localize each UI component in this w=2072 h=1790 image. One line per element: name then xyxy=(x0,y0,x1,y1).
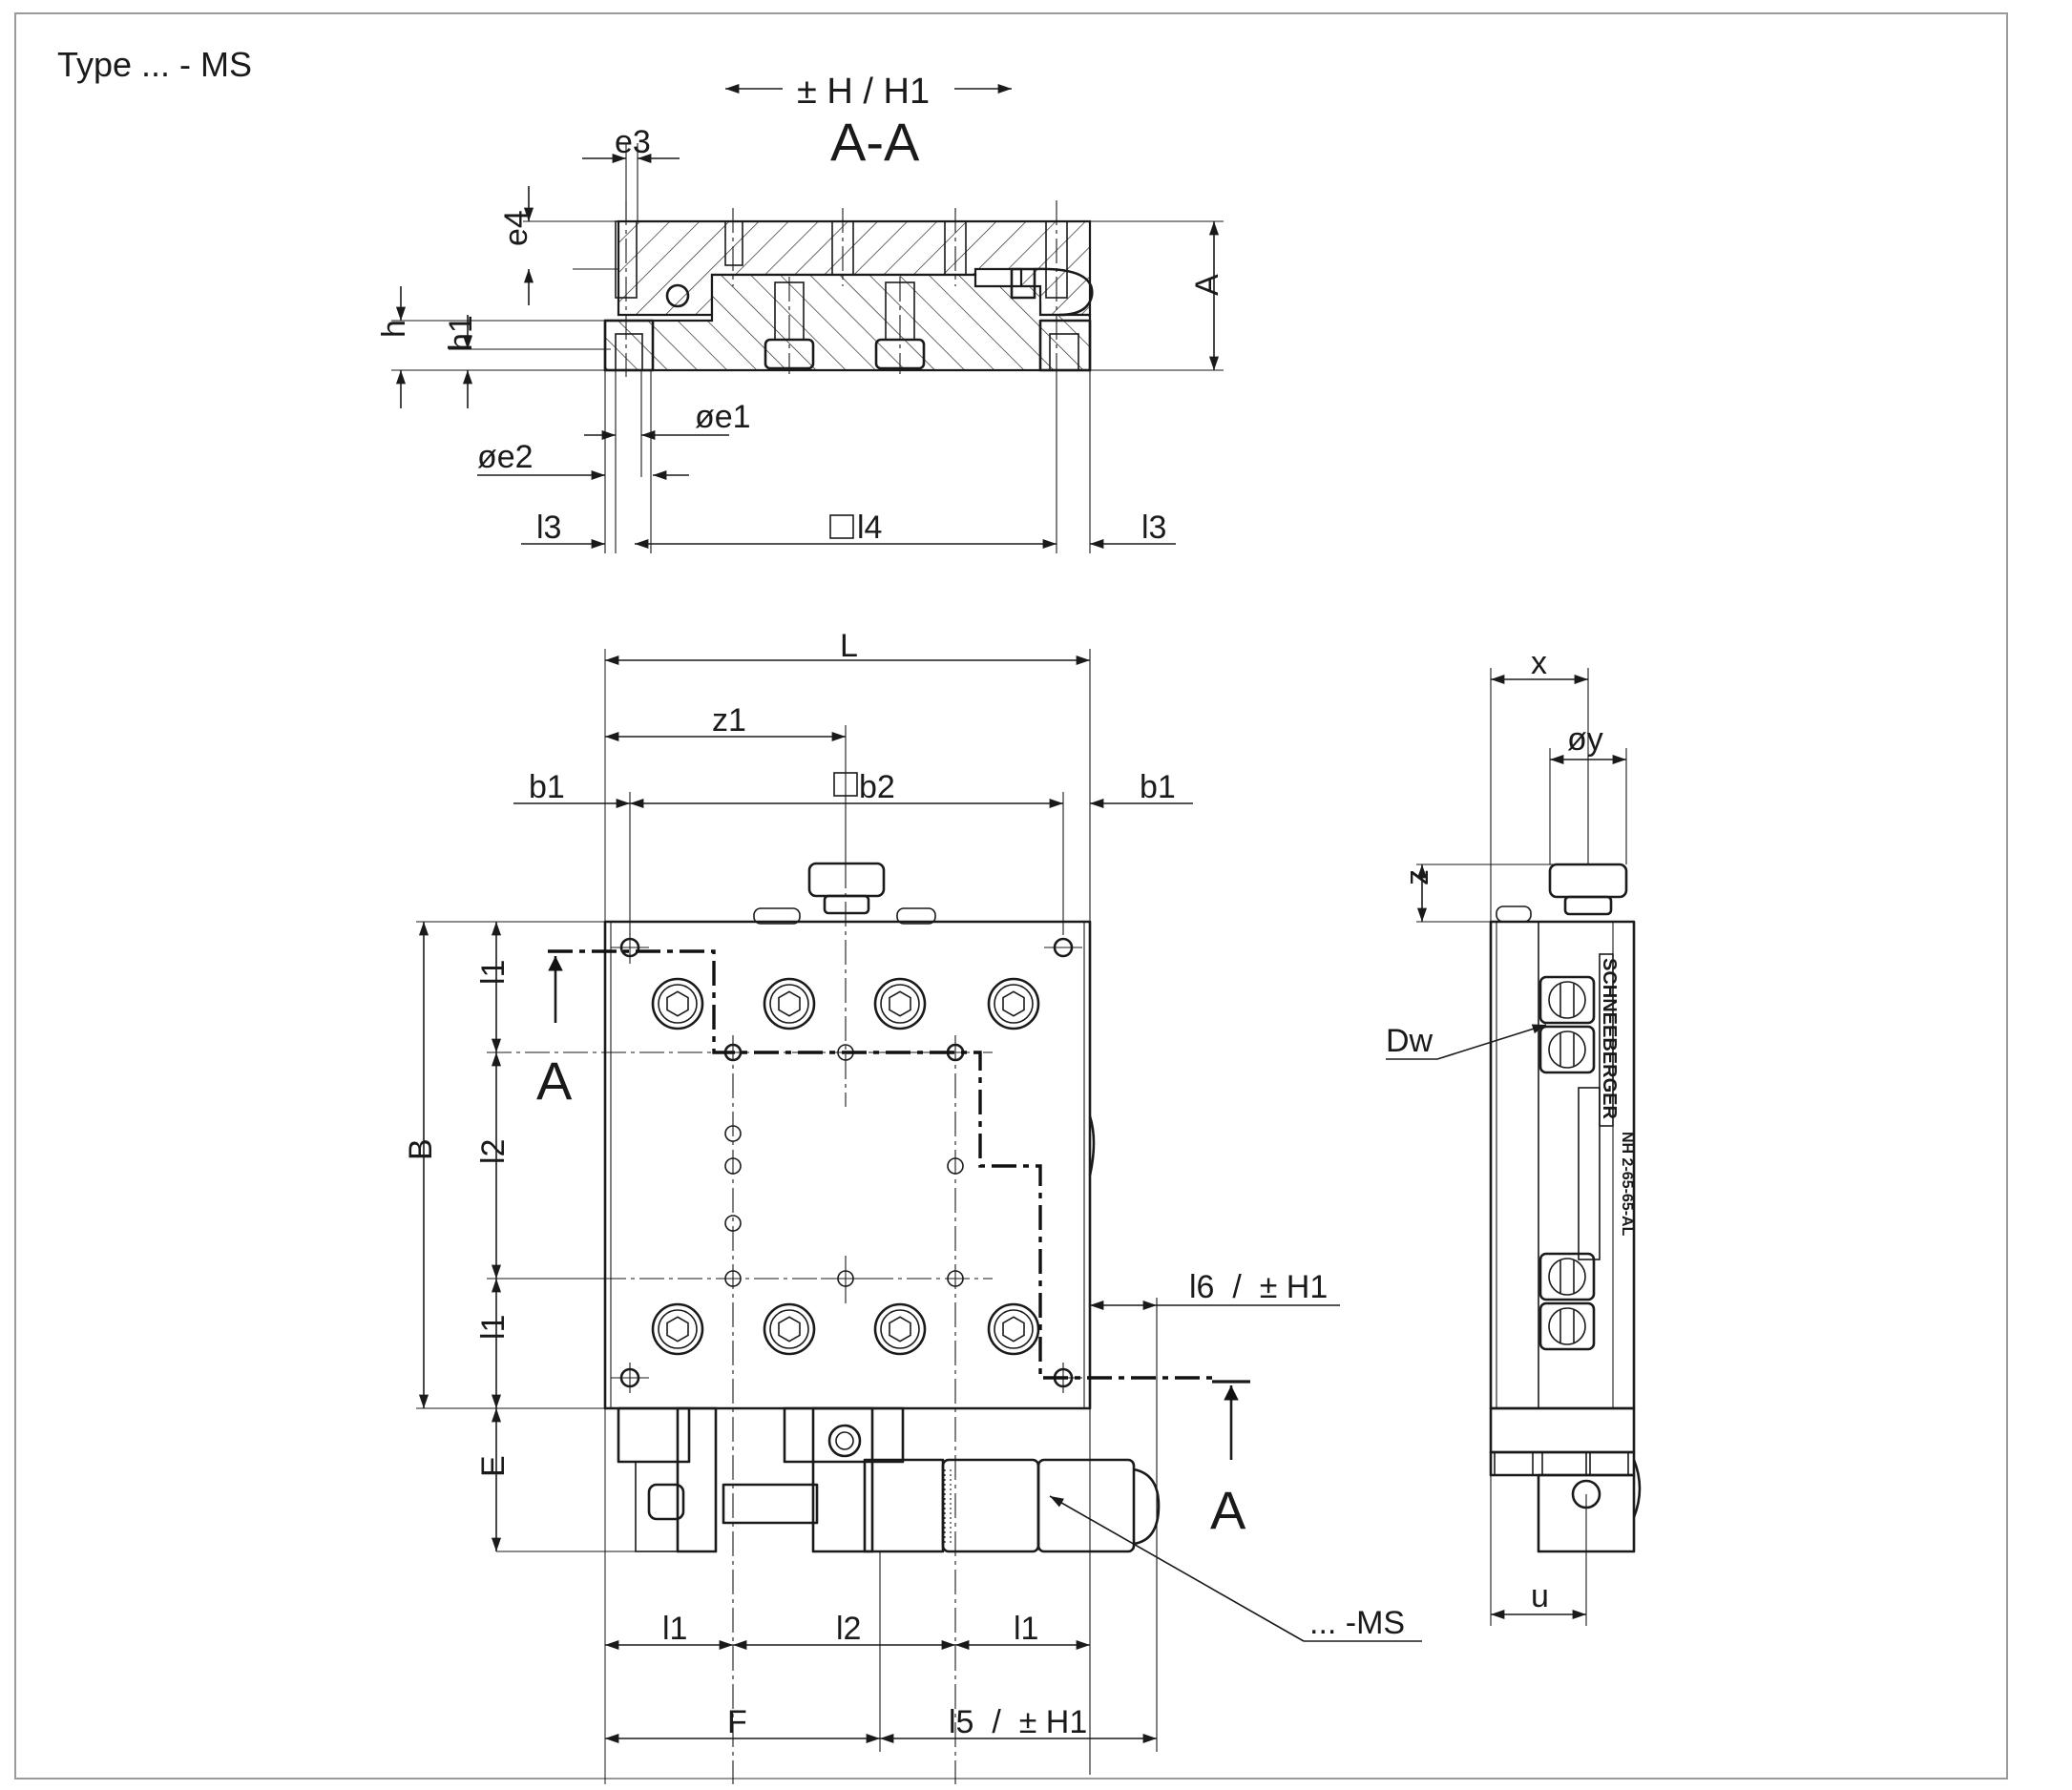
dim-l1-bottom: l1 xyxy=(475,1315,512,1340)
dim-l5: l5 / ± H1 xyxy=(949,1704,1087,1740)
dim-x: x xyxy=(1531,645,1547,681)
dim-l1-top: l1 xyxy=(475,960,512,985)
dim-e1: øe1 xyxy=(695,399,751,435)
dim-l6: l6 / ± H1 xyxy=(1189,1269,1328,1305)
dim-l1-b-right: l1 xyxy=(1014,1611,1038,1647)
drawing-frame xyxy=(14,12,2008,1780)
dim-b1-right: b1 xyxy=(1140,769,1176,805)
dim-l3-right: l3 xyxy=(1141,510,1166,546)
dim-l2-bottom: l2 xyxy=(836,1611,861,1647)
dim-e3: e3 xyxy=(615,124,651,160)
dim-l: L xyxy=(840,628,858,664)
ms-label: ... -MS xyxy=(1309,1605,1405,1641)
dim-z1: z1 xyxy=(712,702,746,739)
dim-b2: b2 xyxy=(859,769,895,805)
dim-l2-left: l2 xyxy=(475,1139,512,1164)
ball-bearing xyxy=(665,283,690,308)
section-title: A-A xyxy=(830,112,920,172)
top-view: L z1 b1 b2 b1 xyxy=(403,628,1422,1784)
square-symbol-b2 xyxy=(833,772,858,797)
dim-z: z xyxy=(1399,869,1435,885)
dim-a: A xyxy=(1189,274,1225,296)
dim-b: B xyxy=(403,1138,439,1160)
dim-b1-left: b1 xyxy=(529,769,565,805)
side-view: x øy z SCHNEEBERGER NH 2-65-65-AL xyxy=(1386,645,1642,1626)
carriage-plate xyxy=(603,920,1092,1410)
dim-l1-b-left: l1 xyxy=(662,1611,687,1647)
dim-e4: e4 xyxy=(498,210,534,246)
dim-u: u xyxy=(1531,1578,1549,1614)
dim-y: øy xyxy=(1567,721,1603,758)
dim-h: h xyxy=(376,320,412,338)
type-label: Type ... - MS xyxy=(57,45,252,84)
model-text: NH 2-65-65-AL xyxy=(1619,1132,1635,1237)
dim-l4: l4 xyxy=(857,510,882,546)
dim-dw: Dw xyxy=(1386,1023,1434,1059)
dim-f: F xyxy=(727,1704,747,1740)
section-cut-line xyxy=(548,949,1212,1380)
section-view-a-a: ± H / H1 A-A xyxy=(376,72,1225,553)
dim-l3-left: l3 xyxy=(536,510,561,546)
section-marker-bottom: A xyxy=(1210,1480,1246,1540)
dim-h1: h1 xyxy=(443,315,479,351)
section-marker-top: A xyxy=(536,1051,573,1111)
travel-label: ± H / H1 xyxy=(797,72,930,112)
brand-text: SCHNEEBERGER xyxy=(1599,958,1620,1119)
dim-e2: øe2 xyxy=(477,439,534,475)
square-symbol xyxy=(829,514,854,539)
dim-e: E xyxy=(475,1455,512,1477)
